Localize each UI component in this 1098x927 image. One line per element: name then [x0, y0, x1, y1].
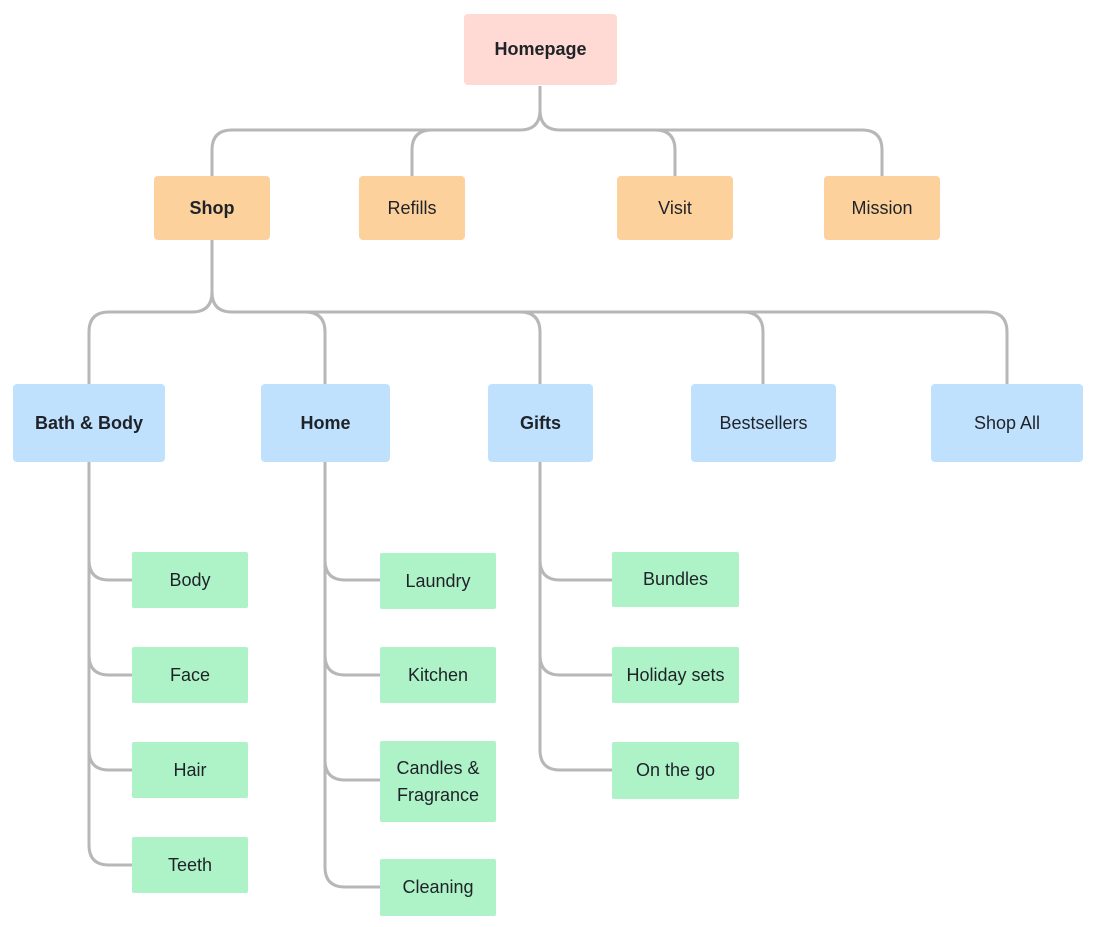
node-on-the-go: On the go	[612, 742, 739, 799]
connector-home	[304, 310, 327, 384]
node-candles-fragrance: Candles & Fragrance	[380, 741, 496, 822]
connector-refills	[410, 128, 433, 176]
connector-visit	[654, 128, 677, 176]
connector-gifts-trunk	[538, 462, 612, 772]
node-visit-label: Visit	[658, 197, 692, 218]
node-face-label: Face	[169, 664, 211, 685]
connector-holiday	[538, 654, 612, 677]
node-body-label: Body	[169, 569, 211, 590]
node-visit: Visit	[617, 176, 733, 240]
node-gifts: Gifts	[488, 384, 593, 462]
node-laundry-label: Laundry	[405, 570, 471, 591]
connector-bestsellers	[742, 310, 765, 384]
node-face: Face	[132, 647, 248, 703]
node-home-label: Home	[300, 412, 351, 433]
node-mission: Mission	[824, 176, 940, 240]
node-teeth-label: Teeth	[167, 854, 213, 875]
connector-gifts	[519, 310, 542, 384]
node-kitchen-label: Kitchen	[407, 664, 469, 685]
connector-bundles	[538, 559, 612, 582]
node-refills-label: Refills	[387, 197, 437, 218]
node-shop: Shop	[154, 176, 270, 240]
node-bath-body: Bath & Body	[13, 384, 165, 462]
node-bundles: Bundles	[612, 552, 739, 607]
node-homepage-label: Homepage	[494, 39, 587, 59]
node-cleaning-label: Cleaning	[402, 877, 474, 897]
node-bundles-label: Bundles	[642, 569, 709, 589]
node-bestsellers: Bestsellers	[691, 384, 836, 462]
connector-home-trunk	[323, 462, 380, 889]
connector-homepage-right	[538, 109, 884, 176]
node-shop-all-label: Shop All	[973, 412, 1041, 433]
node-hair-label: Hair	[173, 759, 207, 780]
connector-bath-body-trunk	[87, 462, 132, 867]
connector-laundry	[323, 559, 380, 582]
connector-homepage-left	[210, 109, 542, 176]
node-on-the-go-label: On the go	[635, 760, 716, 780]
node-body: Body	[132, 552, 248, 608]
connector-kitchen	[323, 654, 380, 677]
node-home: Home	[261, 384, 390, 462]
node-refills: Refills	[359, 176, 465, 240]
connector-hair	[87, 749, 132, 772]
node-bath-body-label: Bath & Body	[35, 412, 143, 433]
node-bestsellers-label: Bestsellers	[719, 412, 808, 433]
node-teeth: Teeth	[132, 837, 248, 893]
node-cleaning: Cleaning	[380, 859, 496, 916]
connector-body	[87, 559, 132, 582]
node-candles-fragrance-label: Candles & Fragrance	[396, 757, 480, 805]
connector-candles	[323, 759, 380, 782]
node-homepage: Homepage	[464, 14, 617, 85]
node-shop-all: Shop All	[931, 384, 1083, 462]
node-holiday-sets-label: Holiday sets	[626, 664, 725, 685]
node-kitchen: Kitchen	[380, 647, 496, 703]
connector-face	[87, 654, 132, 677]
node-holiday-sets: Holiday sets	[612, 647, 739, 703]
connector-shop-left	[87, 291, 214, 384]
node-laundry: Laundry	[380, 553, 496, 609]
connector-shop-right	[210, 291, 1009, 384]
node-hair: Hair	[132, 742, 248, 798]
node-gifts-label: Gifts	[519, 412, 561, 433]
node-shop-label: Shop	[189, 197, 235, 218]
node-mission-label: Mission	[851, 197, 913, 218]
